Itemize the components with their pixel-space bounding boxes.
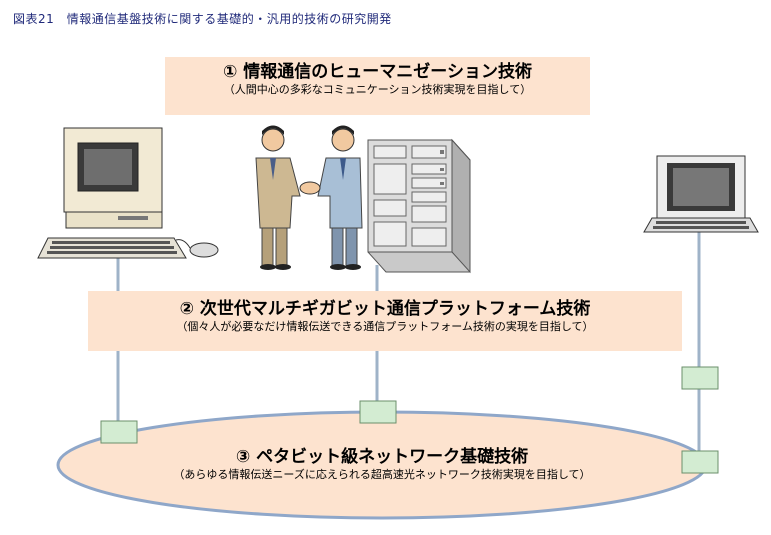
node-right-lower xyxy=(681,450,719,474)
node-left xyxy=(100,420,138,444)
laptop-computer-icon xyxy=(643,155,759,233)
topic-subtitle: （人間中心の多彩なコミュニケーション技術実現を目指して） xyxy=(223,83,532,96)
server-rack-icon xyxy=(367,138,471,274)
desktop-computer-icon xyxy=(37,127,219,259)
topic-subtitle: （あらゆる情報伝送ニーズに応えられる超高速光ネットワーク技術実現を目指して） xyxy=(173,468,591,481)
topic-title: ① 情報通信のヒューマニゼーション技術 xyxy=(223,62,532,82)
figure-caption: 図表21 情報通信基盤技術に関する基礎的・汎用的技術の研究開発 xyxy=(13,12,392,26)
topic-ellipse-petabit: ③ ペタビット級ネットワーク基礎技術 （あらゆる情報伝送ニーズに応えられる超高速… xyxy=(60,446,704,482)
topic-title: ② 次世代マルチギガビット通信プラットフォーム技術 xyxy=(179,299,591,319)
node-center xyxy=(359,400,397,424)
topic-subtitle: （個々人が必要なだけ情報伝送できる通信プラットフォーム技術の実現を目指して） xyxy=(176,320,594,333)
topic-box-humanization: ① 情報通信のヒューマニゼーション技術 （人間中心の多彩なコミュニケーション技術… xyxy=(165,57,590,115)
network-nodes xyxy=(100,366,719,474)
node-right-upper xyxy=(681,366,719,390)
handshake-people-icon xyxy=(255,125,363,270)
topic-box-platform: ② 次世代マルチギガビット通信プラットフォーム技術 （個々人が必要なだけ情報伝送… xyxy=(88,291,682,351)
topic-title: ③ ペタビット級ネットワーク基礎技術 xyxy=(235,447,529,467)
